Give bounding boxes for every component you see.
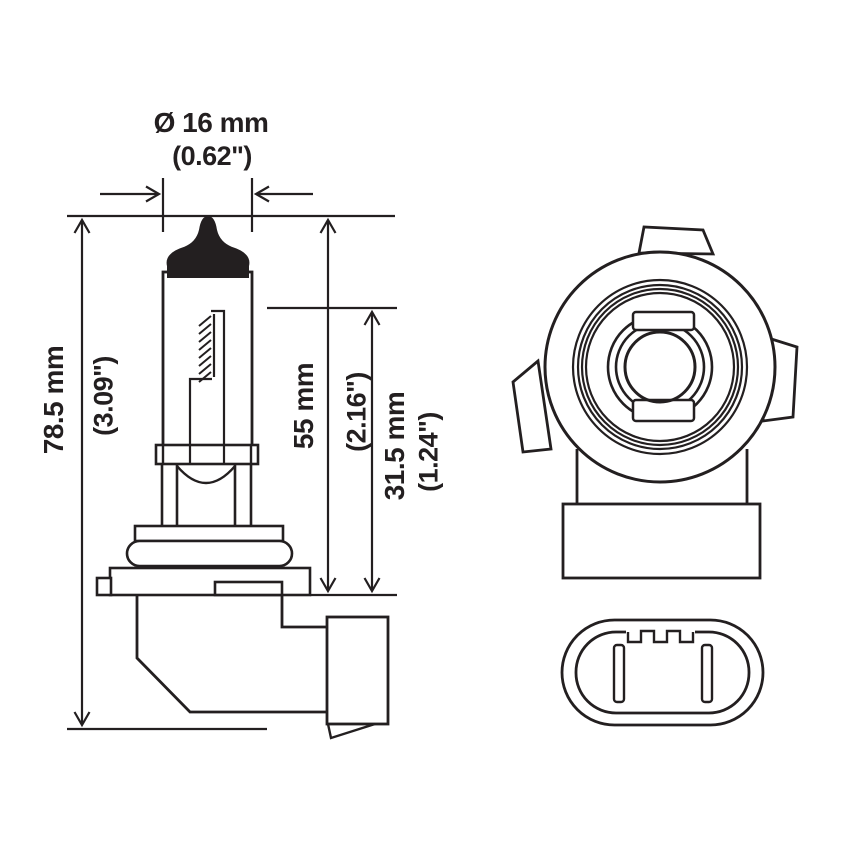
filament-coil-hatch [198, 315, 212, 383]
plug-terminal-left [612, 643, 626, 704]
label-seat-to-base-in: (1.24") [413, 412, 443, 492]
label-overall-mm: 78.5 mm [38, 346, 69, 455]
label-tip-to-seat-mm: 55 mm [288, 363, 319, 449]
base-collar [133, 524, 285, 543]
label-seat-to-base-mm: 31.5 mm [379, 392, 410, 501]
dimension-annotations [67, 178, 397, 731]
key-tab-bottom [631, 398, 696, 423]
bulb-neck [160, 464, 253, 526]
filament-lead-left [188, 377, 212, 464]
bulb-side-view [95, 215, 390, 740]
bulb-front-view [511, 225, 799, 727]
label-diameter-mm: Ø 16 mm [154, 107, 269, 138]
pinch-clamp [154, 443, 260, 466]
dimension-labels: Ø 16 mm (0.62") 78.5 mm (3.09") 55 mm (2… [38, 107, 444, 500]
label-diameter-in: (0.62") [172, 141, 252, 171]
flange-tab-top [637, 225, 716, 256]
label-overall-in: (3.09") [88, 356, 118, 436]
connector-housing [135, 595, 390, 740]
key-tab-top [631, 310, 696, 332]
center-circle [623, 330, 697, 404]
flange-outer-circle [543, 250, 777, 484]
filament [188, 309, 226, 464]
connector-body [325, 615, 390, 726]
plug-keyway-notches [626, 629, 695, 644]
front-connector-body [561, 502, 762, 580]
base-seat-plate [95, 566, 312, 597]
plug-face [560, 618, 765, 727]
connector-foot [326, 722, 376, 740]
flange-tab-left [511, 358, 553, 454]
filament-lead-right [211, 309, 226, 464]
bulb-tip [166, 215, 250, 278]
plug-inner-shell [574, 630, 751, 715]
base-plate-notch [213, 580, 284, 597]
base-plate-tab [95, 576, 113, 597]
front-neck [575, 449, 749, 504]
label-tip-to-seat-in: (2.16") [341, 372, 371, 452]
pinch-seal-arc [176, 465, 236, 484]
plug-terminal-right [700, 643, 714, 704]
o-ring-gasket [125, 539, 294, 568]
flange-ring-group [571, 278, 749, 456]
